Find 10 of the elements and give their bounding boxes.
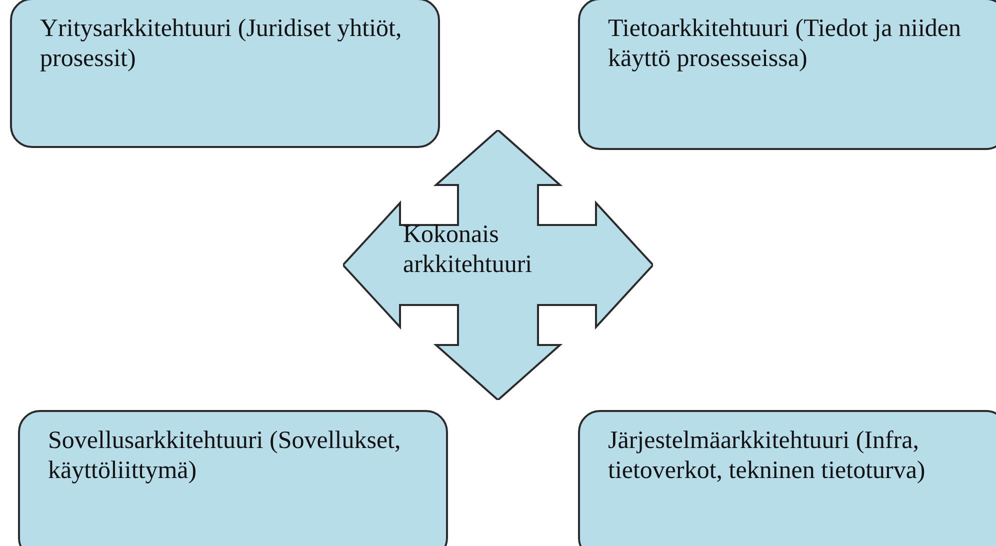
node-label: Kokonais arkkitehtuuri (403, 220, 534, 280)
four-way-arrow (343, 130, 653, 400)
rounded-box (18, 410, 448, 546)
node-label: Sovellusarkkitehtuuri (Sovellukset, käyttöliittymä) (48, 426, 402, 486)
rounded-box (578, 0, 996, 150)
node-label: Järjestelmäarkkitehtuuri (Infra, tietoverkot, tekninen tietoturva) (608, 426, 926, 486)
node-label: Tietoarkkitehtuuri (Tiedot ja niiden käyttö prosesseissa) (608, 14, 962, 74)
rounded-box (10, 0, 440, 148)
rounded-box (578, 410, 996, 546)
node-label: Yritysarkkitehtuuri (Juridiset yhtiöt, prosessit) (40, 14, 403, 74)
